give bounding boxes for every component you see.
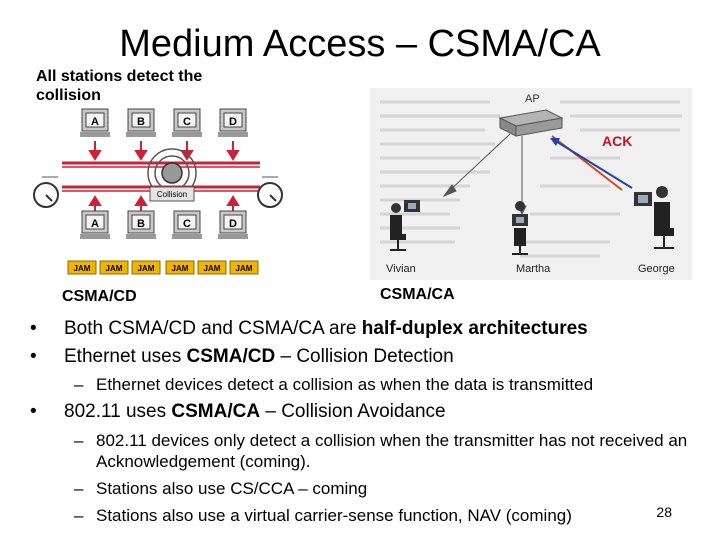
- slide-title: Medium Access – CSMA/CA: [119, 23, 601, 65]
- bullet-dash: –: [74, 479, 84, 498]
- bullet-text: Stations also use a virtual carrier-sens…: [96, 506, 572, 525]
- access-point-icon: [498, 109, 564, 137]
- csma-ca-label: CSMA/CA: [380, 286, 455, 303]
- station-letter: A: [91, 218, 99, 230]
- csma-cd-figure: A B C D Collision A B C D: [33, 108, 283, 275]
- faded-text-lines: [380, 100, 682, 258]
- arrows-up: [88, 195, 240, 215]
- station-letter: B: [137, 218, 145, 230]
- station-c-top: C: [172, 108, 202, 137]
- bullet-dot: •: [30, 401, 37, 422]
- bullet-text: – Collision Detection: [275, 346, 454, 367]
- station-martha-icon: [512, 201, 528, 255]
- top-station-row: A B C D: [80, 108, 248, 137]
- station-a-bottom: A: [80, 210, 110, 239]
- ack-arrow: [550, 138, 633, 189]
- bullet-dot: •: [30, 318, 37, 339]
- station-letter: D: [229, 116, 237, 128]
- station-letter: A: [91, 116, 99, 128]
- jam-strip: JAM JAM JAM JAM JAM JAM: [67, 260, 259, 275]
- bullet-text: Stations also use CS/CCA – coming: [96, 479, 368, 498]
- bullet-dash: –: [74, 431, 84, 450]
- bottom-station-row: A B C D: [80, 210, 248, 239]
- bullet-bold-text: half-duplex architectures: [361, 318, 588, 339]
- station-letter: C: [183, 218, 191, 230]
- stopwatch-left-icon: [33, 176, 59, 208]
- jam-label: JAM: [106, 264, 123, 273]
- jam-label: JAM: [236, 264, 253, 273]
- station-d-bottom: D: [218, 210, 248, 239]
- bullet-text: 802.11 devices only detect a collision w…: [96, 431, 688, 471]
- jam-label: JAM: [172, 264, 189, 273]
- collision-hub: Collision: [147, 148, 197, 202]
- station-d-top: D: [218, 108, 248, 137]
- ack-label: ACK: [602, 133, 632, 149]
- bullet-bold-text: CSMA/CD: [186, 346, 276, 367]
- station-c-bottom: C: [172, 210, 202, 239]
- bullet-text: – Collision Avoidance: [260, 401, 446, 422]
- csma-cd-label: CSMA/CD: [62, 288, 137, 305]
- stopwatch-right-icon: [257, 176, 283, 208]
- station-a-top: A: [80, 108, 110, 137]
- station-letter: B: [137, 116, 145, 128]
- bullet-text: Ethernet uses: [64, 346, 187, 367]
- station-label-martha: Martha: [516, 263, 551, 275]
- station-b-bottom: B: [126, 210, 156, 239]
- station-letter: C: [183, 116, 191, 128]
- collision-caption: All stations detect the collision: [36, 68, 203, 104]
- page-number: 28: [656, 504, 672, 520]
- jam-label: JAM: [74, 264, 91, 273]
- station-george-icon: [634, 186, 674, 249]
- station-b-top: B: [126, 108, 156, 137]
- jam-label: JAM: [204, 264, 221, 273]
- station-vivian-icon: [390, 200, 420, 251]
- bullet-text: Both CSMA/CD and CSMA/CA are: [64, 318, 362, 339]
- bullet-text: Ethernet devices detect a collision as w…: [96, 375, 594, 394]
- bullet-dash: –: [74, 506, 84, 525]
- bullet-dot: •: [30, 346, 37, 367]
- station-letter: D: [229, 218, 237, 230]
- csma-ca-figure: AP ACK Vivian Martha: [370, 88, 692, 280]
- bullet-text: 802.11 uses: [64, 401, 172, 422]
- station-label-vivian: Vivian: [386, 263, 416, 275]
- hub-label: Collision: [157, 190, 187, 199]
- jam-label: JAM: [138, 264, 155, 273]
- station-label-george: George: [638, 263, 675, 275]
- bullet-bold-text: CSMA/CA: [171, 401, 261, 422]
- ap-label: AP: [525, 93, 540, 105]
- arrows-down: [88, 141, 240, 161]
- bullet-dash: –: [74, 375, 84, 394]
